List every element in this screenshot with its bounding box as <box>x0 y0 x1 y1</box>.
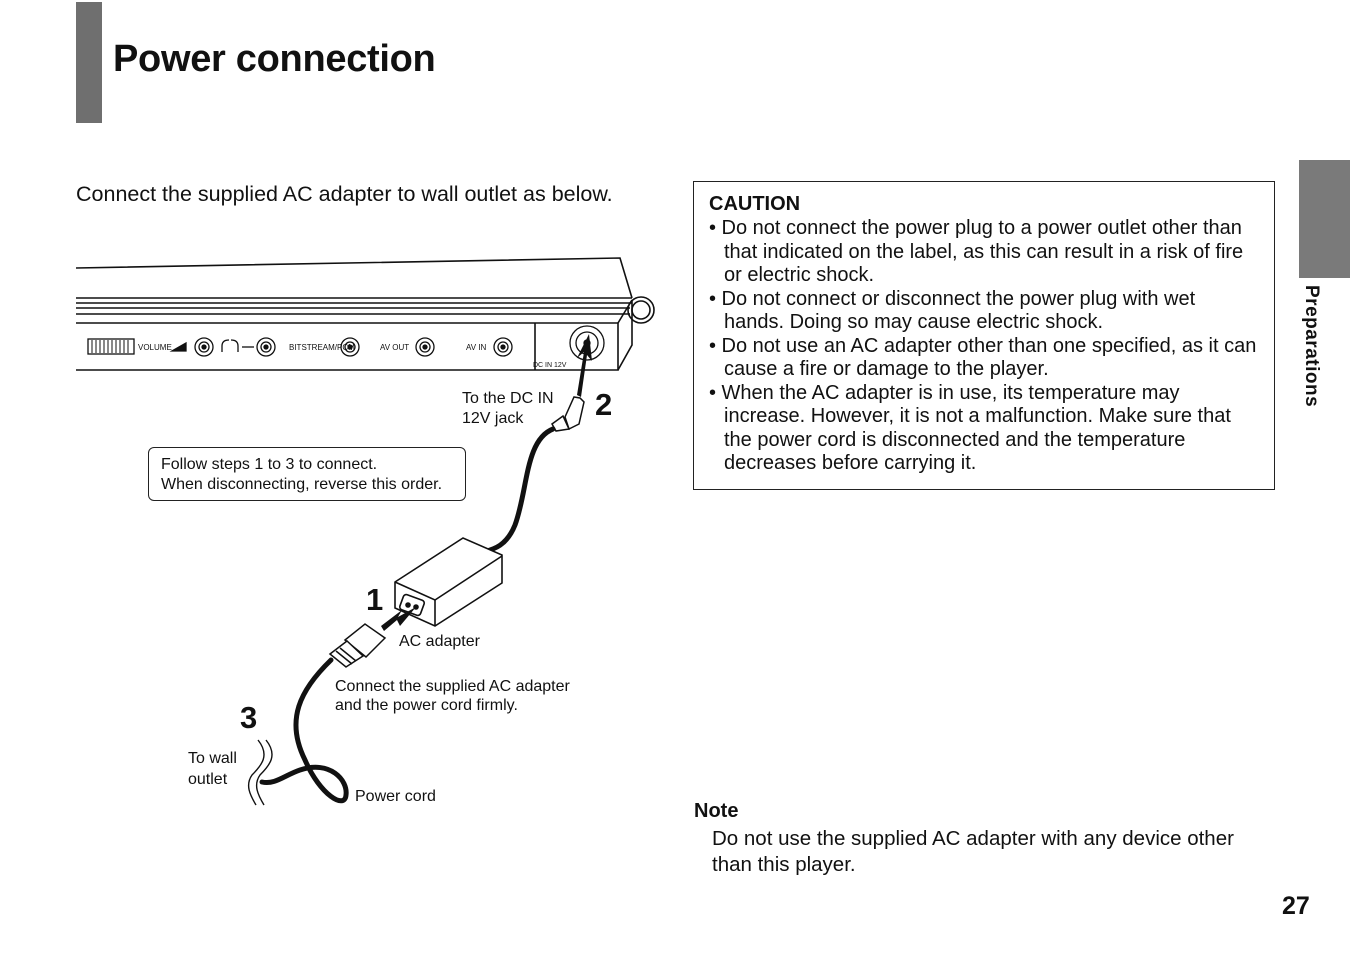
caution-item: • Do not use an AC adapter other than on… <box>709 334 1257 381</box>
steps-note-box: Follow steps 1 to 3 to connect. When dis… <box>148 447 466 501</box>
dc-plug-icon <box>551 396 585 432</box>
player-illustration <box>75 257 655 371</box>
steps-note-line1: Follow steps 1 to 3 to connect. <box>161 456 378 473</box>
section-tab-label: Preparations <box>1301 285 1322 408</box>
connect-note-line2: and the power cord firmly. <box>335 697 518 714</box>
dc-jack-label-line1: To the DC IN <box>462 390 554 407</box>
title-accent-bar <box>76 2 102 123</box>
av-out-label: AV OUT <box>380 343 409 352</box>
arrow-adapter-icon <box>381 607 416 631</box>
ac-adapter-label: AC adapter <box>399 633 480 650</box>
arrow-dc-jack-icon <box>577 334 592 397</box>
step-2-number: 2 <box>595 387 613 422</box>
wall-outlet-label-line2: outlet <box>188 771 228 788</box>
page-number: 27 <box>1282 892 1310 920</box>
caution-title: CAUTION <box>709 193 801 215</box>
volume-label: VOLUME <box>138 343 172 352</box>
caution-item: • Do not connect or disconnect the power… <box>709 287 1196 334</box>
caution-box: CAUTION • Do not connect the power plug … <box>693 181 1275 490</box>
note-text: Do not use the supplied AC adapter with … <box>712 827 1234 876</box>
intro-text: Connect the supplied AC adapter to wall … <box>76 182 613 206</box>
step-1-number: 1 <box>366 582 384 617</box>
dc-jack-label-line2: 12V jack <box>462 410 524 427</box>
step-3-number: 3 <box>240 700 258 735</box>
caution-item: • Do not connect the power plug to a pow… <box>709 217 1244 286</box>
dc-in-panel-label: DC IN 12V <box>533 362 567 369</box>
power-cord-label: Power cord <box>355 788 436 805</box>
caution-item: • When the AC adapter is in use, its tem… <box>709 381 1231 475</box>
section-tab <box>1299 160 1350 278</box>
power-plug-icon <box>328 623 387 668</box>
bitstream-label: BITSTREAM/PCM <box>289 343 355 352</box>
dc-cable <box>477 426 556 556</box>
steps-note-line2: When disconnecting, reverse this order. <box>161 476 443 493</box>
page-title: Power connection <box>113 38 436 80</box>
wall-outlet-icon <box>247 739 273 806</box>
panel-text: VOLUME BITSTREAM/PCM AV OUT AV IN DC IN … <box>138 343 567 369</box>
av-in-label: AV IN <box>466 343 487 352</box>
power-cord <box>259 657 349 804</box>
note-title: Note <box>694 800 739 822</box>
connect-note-line1: Connect the supplied AC adapter <box>335 678 570 695</box>
caution-list: • Do not connect the power plug to a pow… <box>709 217 1260 476</box>
wall-outlet-label-line1: To wall <box>188 750 237 767</box>
ac-adapter-icon <box>394 537 503 627</box>
